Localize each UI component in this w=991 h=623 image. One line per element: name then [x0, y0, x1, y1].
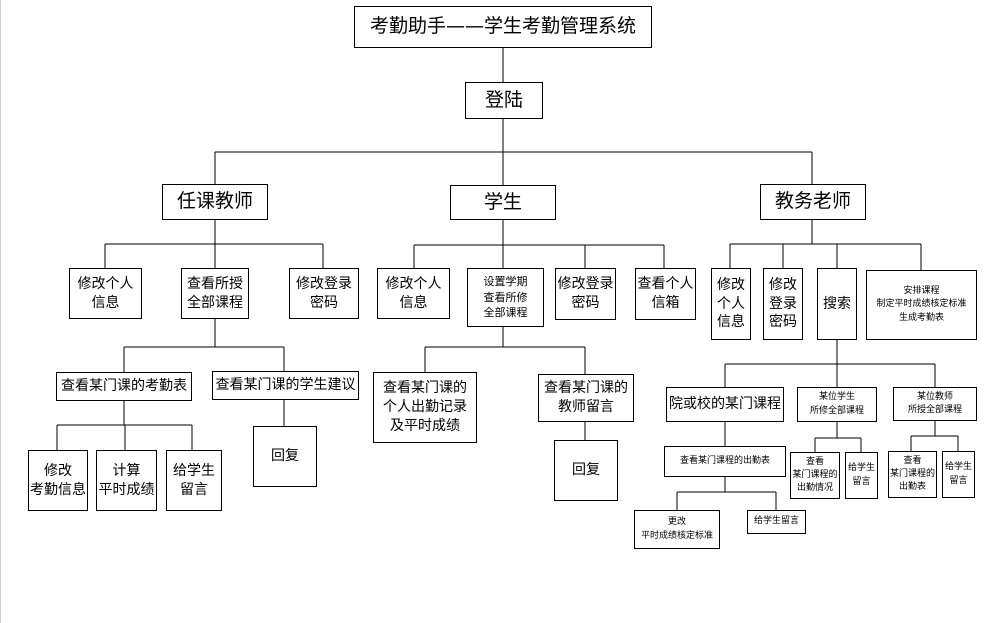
admin-arrange-courses: 安排课程 制定平时成绩核定标准 生成考勤表	[866, 270, 977, 340]
admin-change-grade-standard: 更改 平时成绩核定标准	[634, 510, 720, 549]
role-admin: 教务老师	[760, 184, 866, 220]
teacher-edit-attendance: 修改 考勤信息	[28, 450, 88, 511]
student-set-semester: 设置学期 查看所修 全部课程	[467, 268, 544, 327]
student-teacher-message: 查看某门课的 教师留言	[538, 374, 634, 422]
role-teacher: 任课教师	[162, 184, 268, 220]
student-change-password: 修改登录 密码	[555, 268, 616, 320]
admin-change-password: 修改 登录 密码	[763, 268, 803, 340]
student-attendance-record: 查看某门课的 个人出勤记录 及平时成绩	[373, 372, 477, 443]
admin-course: 院或校的某门课程	[666, 387, 784, 422]
admin-course-attendance: 查看某门课程的出勤表	[664, 446, 786, 477]
teacher-leave-message: 给学生 留言	[166, 450, 222, 511]
student-edit-info: 修改个人 信息	[377, 268, 450, 319]
teacher-attendance-table: 查看某门课的考勤表	[56, 372, 192, 401]
role-student: 学生	[450, 185, 556, 220]
student-reply: 回复	[554, 440, 618, 501]
admin-student-courses: 某位学生 所修全部课程	[797, 387, 877, 422]
teacher-reply: 回复	[253, 426, 317, 487]
admin-student-message: 给学生 留言	[845, 452, 878, 499]
login-node: 登陆	[465, 82, 543, 119]
system-title: 考勤助手——学生考勤管理系统	[354, 6, 652, 48]
teacher-calc-grade: 计算 平时成绩	[96, 450, 157, 511]
left-border	[0, 0, 1, 623]
admin-teacher-message: 给学生 留言	[942, 451, 975, 498]
teacher-view-courses: 查看所授 全部课程	[181, 268, 249, 319]
admin-course-message: 给学生留言	[747, 510, 806, 534]
teacher-edit-info: 修改个人 信息	[69, 268, 142, 319]
teacher-change-password: 修改登录 密码	[289, 268, 359, 319]
admin-student-attendance: 查看 某门课程的 出勤情况	[790, 452, 840, 499]
admin-search: 搜索	[817, 268, 857, 340]
student-view-inbox: 查看个人 信箱	[635, 268, 696, 320]
teacher-student-suggestions: 查看某门课的学生建议	[212, 371, 359, 400]
admin-edit-info: 修改 个人 信息	[711, 268, 751, 340]
admin-teacher-courses: 某位教师 所授全部课程	[893, 387, 977, 421]
admin-teacher-attendance: 查看 某门课程的 出勤表	[888, 451, 937, 498]
